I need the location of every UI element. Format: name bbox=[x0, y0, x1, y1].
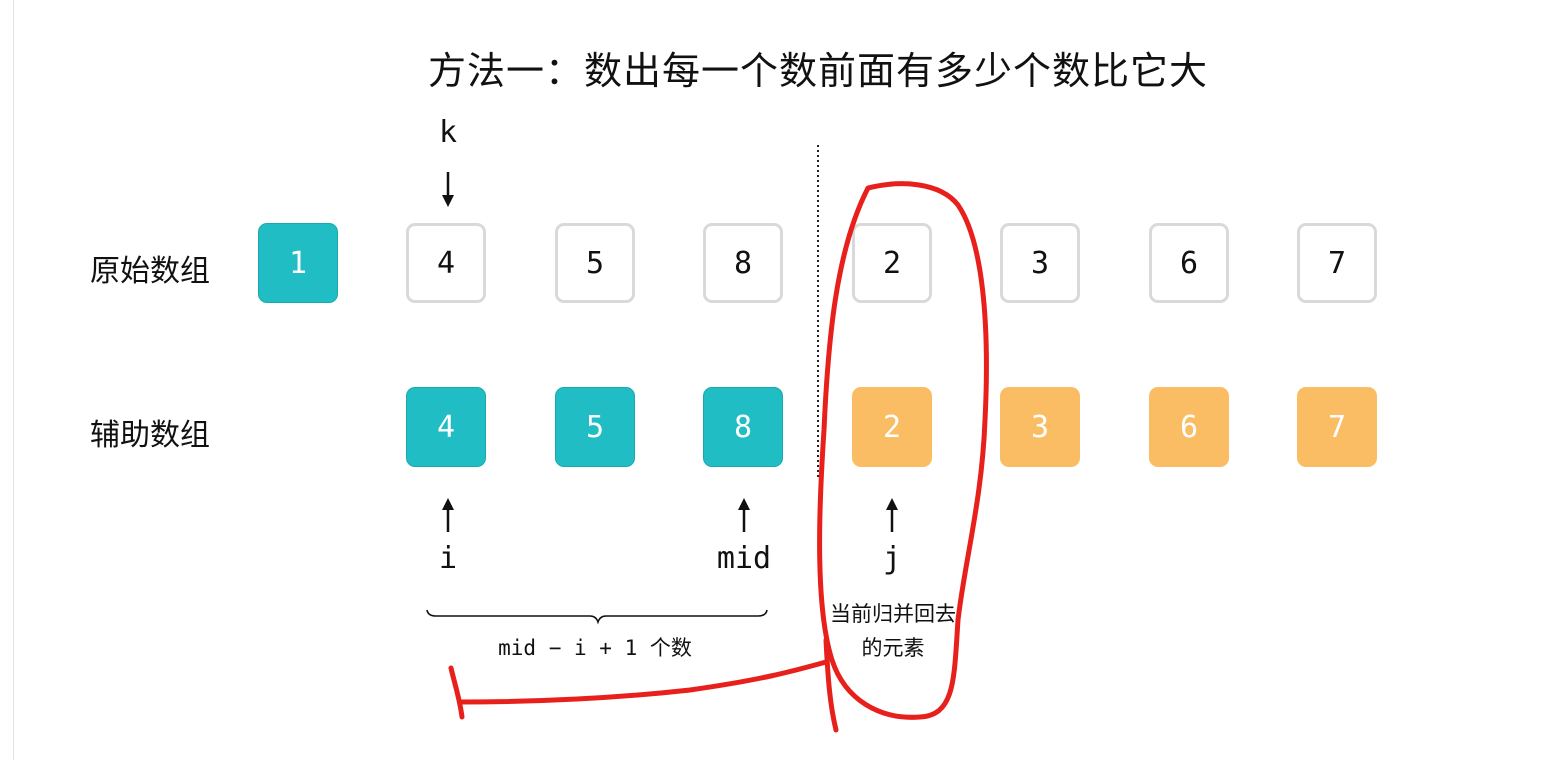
auxiliary-cell: 4 bbox=[406, 387, 486, 467]
red-annotation-loop bbox=[817, 181, 989, 720]
auxiliary-cell: 6 bbox=[1149, 387, 1229, 467]
original-cell: 3 bbox=[1000, 223, 1080, 303]
auxiliary-cell: 5 bbox=[555, 387, 635, 467]
auxiliary-cell: 8 bbox=[703, 387, 783, 467]
merged-element-note-line2: 的元素 bbox=[861, 636, 925, 660]
left-border-line bbox=[13, 0, 14, 760]
original-cell: 4 bbox=[406, 223, 486, 303]
pointer-j-label: j bbox=[882, 541, 902, 576]
arrow-up-mid-icon bbox=[738, 498, 750, 532]
auxiliary-cell: 2 bbox=[852, 387, 932, 467]
arrow-down-k-icon bbox=[442, 172, 454, 207]
auxiliary-cell: 7 bbox=[1297, 387, 1377, 467]
original-cell: 1 bbox=[258, 223, 338, 303]
pointer-i-label: i bbox=[438, 541, 458, 576]
original-cell: 2 bbox=[852, 223, 932, 303]
auxiliary-array-label: 辅助数组 bbox=[90, 418, 210, 453]
red-annotation-arrow bbox=[448, 637, 839, 733]
original-array-label: 原始数组 bbox=[90, 254, 210, 289]
pointer-mid-label: mid bbox=[716, 541, 772, 576]
arrow-up-j-icon bbox=[886, 498, 898, 532]
original-cell: 5 bbox=[555, 223, 635, 303]
original-cell: 7 bbox=[1297, 223, 1377, 303]
brace-count-label: mid − i + 1 个数 bbox=[498, 636, 692, 660]
pointer-k-label: k bbox=[438, 115, 458, 150]
diagram-title: 方法一：数出每一个数前面有多少个数比它大 bbox=[427, 49, 1208, 93]
auxiliary-cell: 3 bbox=[1000, 387, 1080, 467]
arrow-up-i-icon bbox=[442, 498, 454, 532]
original-cell: 6 bbox=[1149, 223, 1229, 303]
brace-shape bbox=[426, 609, 768, 625]
original-cell: 8 bbox=[703, 223, 783, 303]
merged-element-note-line1: 当前归并回去 bbox=[830, 602, 956, 626]
